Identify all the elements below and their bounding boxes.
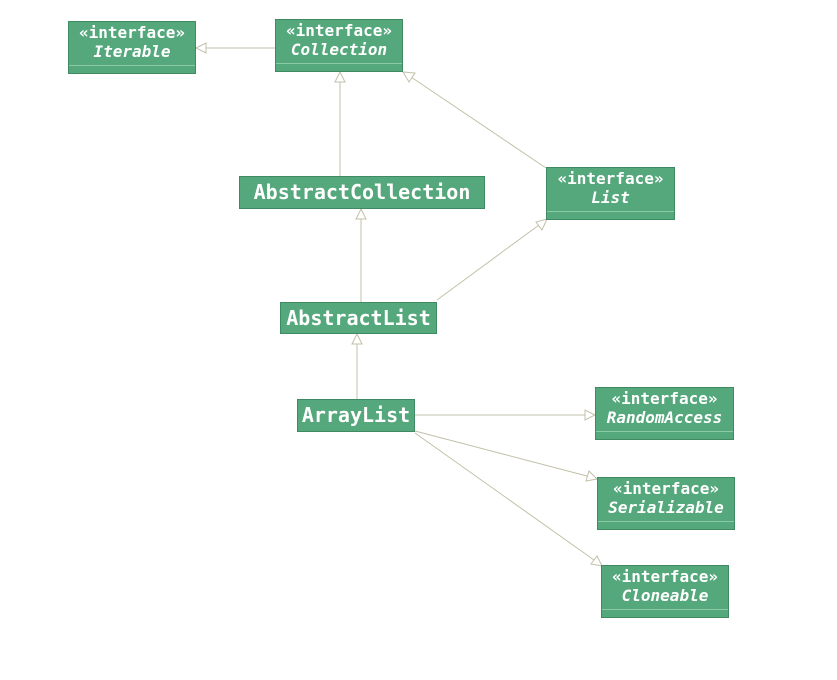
- node-list[interactable]: «interface» List: [546, 167, 675, 220]
- node-random-access[interactable]: «interface» RandomAccess: [595, 387, 734, 440]
- edge-arraylist-serializable: [414, 430, 588, 477]
- stereotype-label: «interface»: [612, 567, 718, 586]
- edge-arraylist-cloneable: [414, 432, 595, 561]
- node-collection[interactable]: «interface» Collection: [275, 19, 403, 72]
- node-iterable[interactable]: «interface» Iterable: [68, 21, 196, 74]
- stereotype-label: «interface»: [613, 479, 719, 498]
- arrowhead: [584, 409, 597, 421]
- interface-name: Serializable: [608, 498, 724, 517]
- divider: [547, 211, 674, 212]
- arrowhead: [355, 207, 367, 220]
- stereotype-label: «interface»: [611, 389, 718, 408]
- divider: [596, 431, 733, 432]
- node-abstract-collection[interactable]: AbstractCollection: [239, 176, 485, 209]
- interface-name: List: [591, 188, 630, 207]
- divider: [602, 609, 728, 610]
- arrowhead: [590, 555, 603, 567]
- interface-name: Collection: [290, 40, 388, 59]
- class-name: ArrayList: [301, 403, 411, 427]
- edge-abstractlist-list: [436, 224, 540, 301]
- arrowhead: [194, 42, 207, 54]
- arrowhead: [535, 218, 548, 231]
- stereotype-label: «interface»: [286, 21, 392, 40]
- stereotype-label: «interface»: [79, 23, 185, 42]
- divider: [598, 521, 734, 522]
- arrowhead: [585, 470, 599, 482]
- interface-name: RandomAccess: [606, 408, 723, 427]
- divider: [276, 63, 402, 64]
- interface-name: Cloneable: [621, 586, 709, 605]
- stereotype-label: «interface»: [557, 169, 664, 188]
- arrowhead: [334, 70, 346, 83]
- node-cloneable[interactable]: «interface» Cloneable: [601, 565, 729, 618]
- class-name: AbstractCollection: [253, 180, 471, 204]
- divider: [69, 65, 195, 66]
- interface-name: Iterable: [93, 42, 171, 61]
- node-serializable[interactable]: «interface» Serializable: [597, 477, 735, 530]
- class-name: AbstractList: [286, 306, 431, 330]
- node-array-list[interactable]: ArrayList: [297, 399, 415, 432]
- arrowhead: [351, 332, 363, 345]
- edge-list-collection: [410, 76, 547, 169]
- arrowhead: [402, 71, 416, 83]
- node-abstract-list[interactable]: AbstractList: [280, 302, 437, 334]
